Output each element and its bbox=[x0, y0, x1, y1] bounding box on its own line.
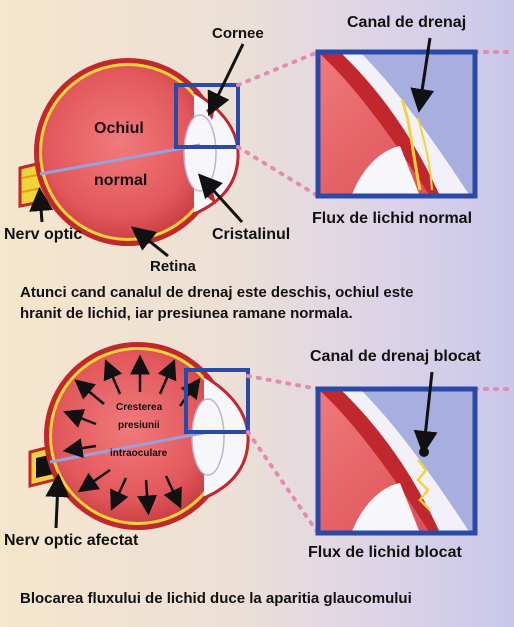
pressure-arrows bbox=[62, 354, 201, 516]
zoom-frame-top bbox=[315, 49, 478, 199]
label-retina: Retina bbox=[150, 258, 196, 275]
label-ochiul: Ochiul bbox=[94, 120, 144, 137]
connector-bottom-lower bbox=[246, 430, 320, 535]
caption-normal: Atunci cand canalul de drenaj este desch… bbox=[20, 282, 500, 324]
label-presiunii: presiunii bbox=[118, 420, 160, 431]
caption-normal-line-2: hranit de lichid, iar presiunea ramane n… bbox=[20, 305, 353, 322]
arrow-canal-blocat bbox=[413, 371, 438, 455]
label-intraoculare: intraoculare bbox=[110, 448, 168, 459]
arrow-canal bbox=[410, 37, 435, 113]
magnify-frame-small-top bbox=[174, 83, 240, 149]
label-cristalinul: Cristalinul bbox=[212, 226, 291, 243]
label-cornee: Cornee bbox=[212, 25, 264, 42]
caption-glaucoma: Blocarea fluxului de lichid duce la apar… bbox=[20, 590, 412, 607]
label-nerv-optic-afectat: Nerv optic afectat bbox=[4, 532, 139, 549]
label-normal: normal bbox=[94, 172, 148, 189]
label-canal-de-drenaj: Canal de drenaj bbox=[347, 14, 467, 31]
label-flux-normal: Flux de lichid normal bbox=[312, 210, 473, 227]
caption-normal-line-1: Atunci cand canalul de drenaj este desch… bbox=[20, 284, 414, 301]
arrow-cornee bbox=[207, 43, 245, 117]
zoom-frame-bottom bbox=[315, 386, 478, 536]
label-cresterea: Cresterea bbox=[116, 402, 163, 413]
connector-bottom-upper bbox=[246, 374, 320, 391]
label-nerv-optic: Nerv optic bbox=[4, 226, 83, 243]
zoom-drainage-blocked bbox=[318, 389, 475, 533]
magnify-frame-small-bottom bbox=[184, 368, 250, 434]
connector-top-lower bbox=[236, 145, 320, 198]
eye-glaucoma-illustration bbox=[28, 342, 250, 530]
zoom-drainage-open bbox=[318, 52, 475, 196]
arrow-cristalinul bbox=[197, 173, 244, 224]
label-canal-blocat: Canal de drenaj blocat bbox=[310, 348, 481, 365]
arrow-nerv bbox=[29, 187, 54, 223]
arrow-nerv-afectat bbox=[45, 473, 70, 529]
label-flux-blocat: Flux de lichid blocat bbox=[308, 544, 462, 561]
arrow-retina bbox=[130, 226, 169, 258]
connector-top-upper bbox=[236, 50, 320, 87]
